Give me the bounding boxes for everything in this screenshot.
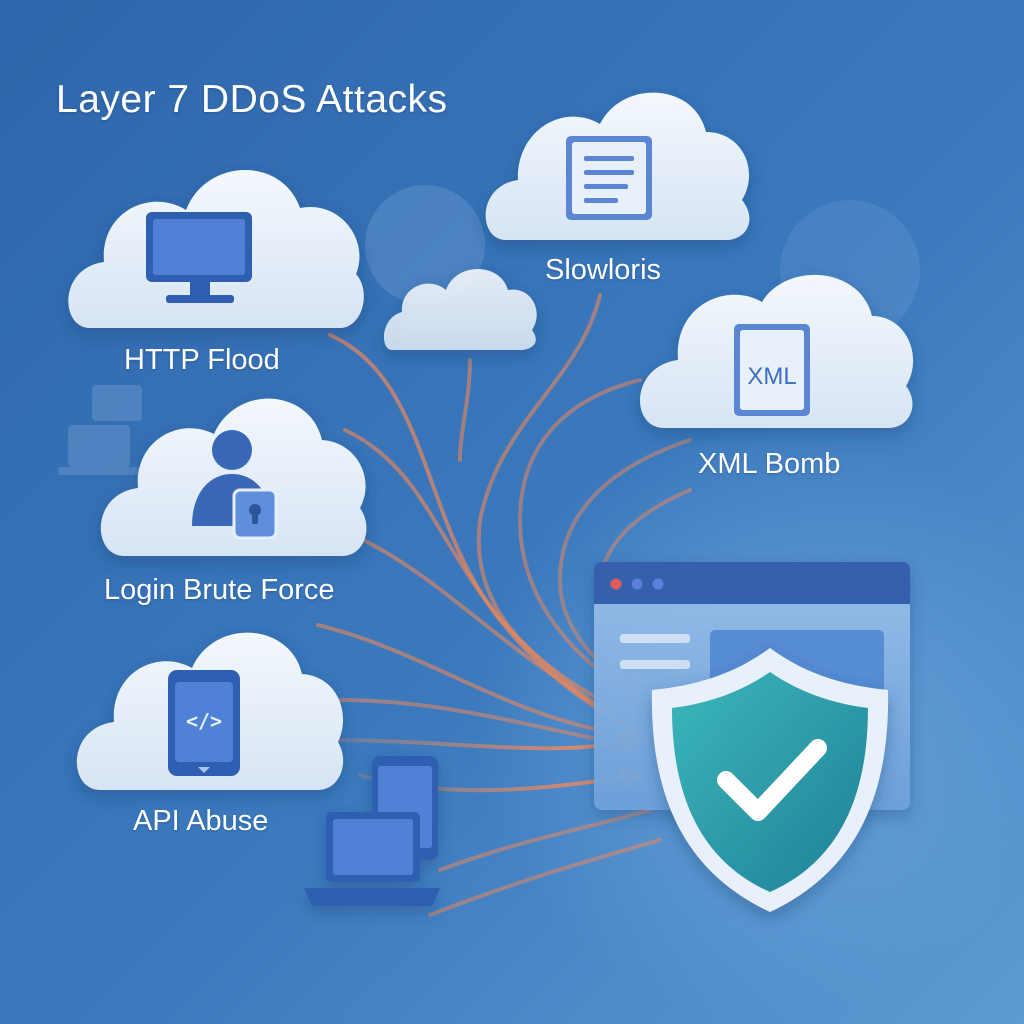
traffic-line	[428, 838, 662, 917]
attack-traffic-lines	[316, 293, 692, 917]
label-xml-bomb: XML Bomb	[698, 448, 841, 480]
traffic-line	[517, 378, 642, 702]
window-dot	[631, 578, 643, 590]
page-title: Layer 7 DDoS Attacks	[56, 78, 448, 121]
mobile-code-icon: </>	[168, 670, 240, 776]
background-cloud-blur	[365, 185, 485, 305]
traffic-line	[458, 358, 472, 462]
small-cloud	[383, 269, 537, 350]
faint-laptop-icon	[58, 385, 142, 475]
xml-icon-text: XML	[747, 363, 796, 390]
traffic-line	[438, 808, 652, 872]
shield-check-icon	[651, 648, 889, 912]
window-close-dot	[610, 578, 622, 590]
code-icon-text: </>	[186, 709, 222, 733]
label-http-flood: HTTP Flood	[124, 344, 280, 376]
device-cluster-icon	[304, 756, 440, 906]
traffic-line	[476, 293, 622, 712]
label-slowloris: Slowloris	[545, 254, 662, 286]
window-dot	[652, 578, 664, 590]
user-lock-icon	[192, 430, 278, 540]
document-lines-icon	[566, 136, 652, 220]
xml-file-icon: XML	[734, 324, 810, 416]
traffic-line	[316, 623, 602, 732]
label-api-abuse: API Abuse	[133, 805, 269, 837]
label-login-brute-force: Login Brute Force	[104, 574, 335, 606]
desktop-monitor-icon	[146, 212, 252, 303]
